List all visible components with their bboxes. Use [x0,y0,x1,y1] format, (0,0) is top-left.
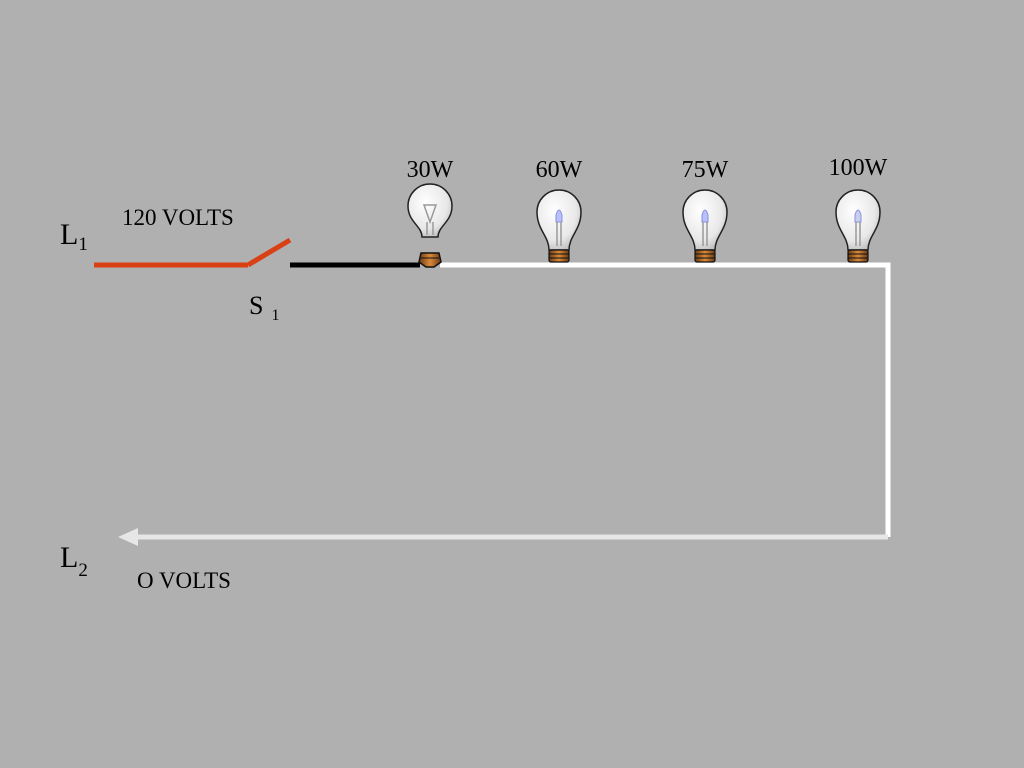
l2-label: L2 [60,541,88,581]
bulb-stem [556,222,562,246]
bulb-wattage-label: 75W [682,157,729,183]
bulb-wattage-label: 100W [829,155,888,181]
bulb-filament [854,209,862,223]
switch-blade[interactable] [246,237,292,268]
l2-voltage-label: O VOLTS [137,568,231,593]
bulb-30w: 30W [407,157,454,268]
return-arrow-head [118,528,138,546]
bulb-base [694,249,716,263]
bulb-75w: 75W [682,157,729,263]
bulb-filament [422,204,438,235]
bulb-filament [555,209,563,223]
bulb-base [418,252,442,268]
bulb-base [847,249,869,263]
l1-voltage-label: 120 VOLTS [122,205,234,230]
bulb-60w: 60W [536,157,583,263]
bulb-glass [407,183,453,238]
neutral-wire [440,262,891,537]
bulb-wattage-label: 60W [536,157,583,183]
bulb-stem [702,222,708,246]
bulb-100w: 100W [829,155,888,263]
bulb-stem [855,222,861,246]
l1-label: L1 [60,218,88,255]
bulb-base [548,249,570,263]
bulb-wattage-label: 30W [407,157,454,183]
bulb-filament [701,209,709,223]
